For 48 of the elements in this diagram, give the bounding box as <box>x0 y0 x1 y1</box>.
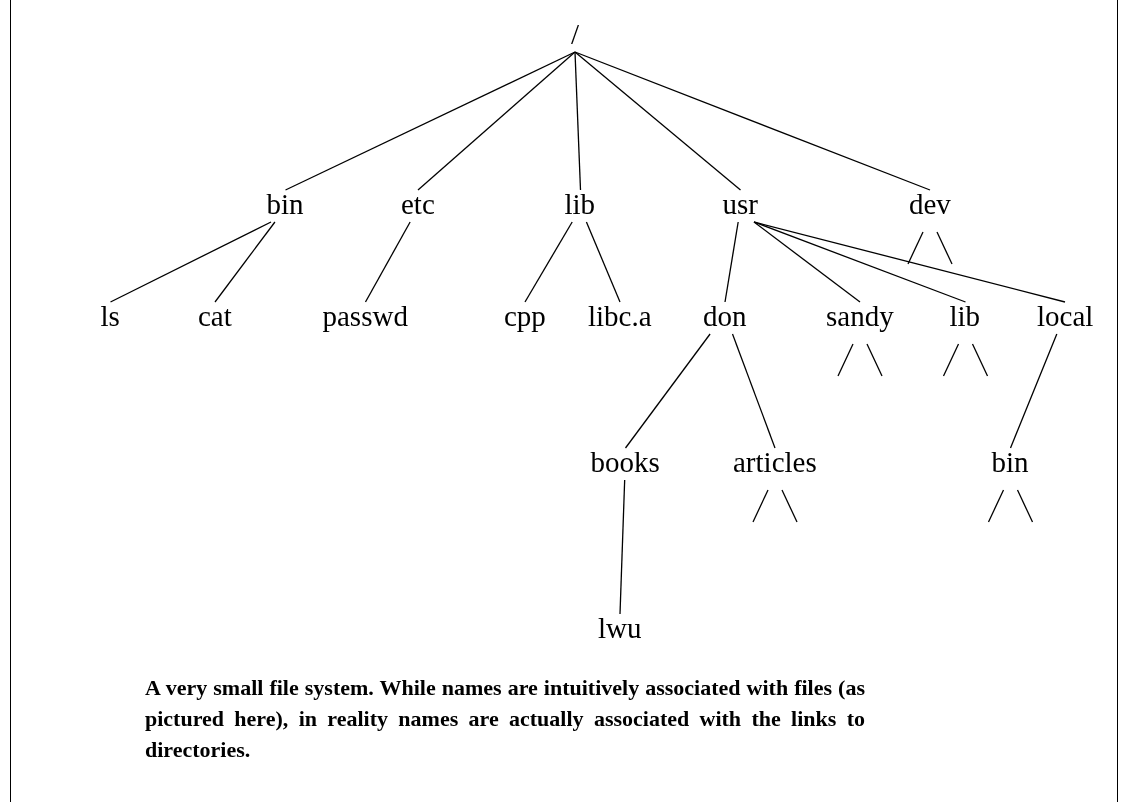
caption: A very small file system. While names are intuitively associated with files (as pictured here), in reality names are actually associated with the links to directories. <box>145 674 865 764</box>
connector-line <box>753 221 967 303</box>
node-label: bin <box>266 188 304 220</box>
connector-line <box>724 221 739 303</box>
node-label: lwu <box>598 612 642 644</box>
connector-line <box>574 51 742 191</box>
connector-line <box>619 479 626 615</box>
node-label: dev <box>909 188 951 220</box>
connector-line <box>574 51 582 191</box>
branch-stub <box>907 231 924 265</box>
connector-line <box>1009 333 1058 449</box>
node-label: books <box>590 446 660 478</box>
node-label: lib <box>949 300 981 332</box>
node-label: cpp <box>504 300 546 332</box>
branch-stub <box>837 343 854 377</box>
node-label: sandy <box>826 300 894 332</box>
connector-line <box>214 221 276 303</box>
branch-stub <box>942 343 960 377</box>
connector-line <box>524 221 573 303</box>
connector-line <box>753 221 1066 303</box>
connector-line <box>364 221 411 303</box>
branch-stub <box>1016 489 1034 523</box>
branch-stub <box>971 343 989 377</box>
connector-line <box>417 51 576 191</box>
node-label: ls <box>100 300 120 332</box>
connector-line <box>284 51 576 191</box>
node-label: lib <box>564 188 596 220</box>
branch-stub <box>987 489 1005 523</box>
node-label: bin <box>991 446 1029 478</box>
connector-line <box>574 51 931 191</box>
branch-stub <box>866 343 883 377</box>
node-label: cat <box>198 300 232 332</box>
node-label: usr <box>722 188 758 220</box>
node-label: local <box>1037 300 1094 332</box>
branch-stub <box>752 489 769 523</box>
node-label: don <box>703 300 747 332</box>
node-label: articles <box>733 446 817 478</box>
connector-line <box>585 221 621 303</box>
branch-stub <box>936 231 953 265</box>
node-label: libc.a <box>588 300 652 332</box>
connector-line <box>109 221 272 303</box>
node-label: passwd <box>322 300 408 332</box>
node-label: etc <box>401 188 435 220</box>
connector-line <box>624 333 711 449</box>
node-label: / <box>571 18 580 50</box>
connector-line <box>753 221 861 303</box>
branch-stub <box>781 489 798 523</box>
connector-line <box>731 333 776 449</box>
